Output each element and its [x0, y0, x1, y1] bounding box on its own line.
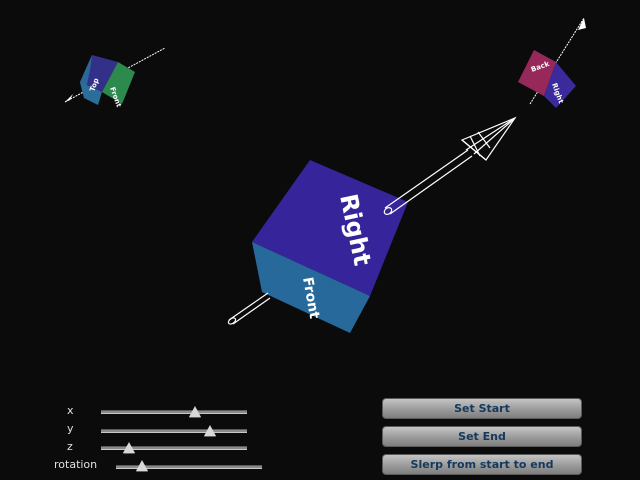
set-start-button[interactable]: Set Start	[382, 398, 582, 419]
slider-z-thumb[interactable]	[123, 442, 135, 453]
slider-z-track[interactable]	[101, 446, 247, 450]
slider-rotation-track[interactable]	[116, 465, 262, 469]
cube-center: Right Front	[252, 160, 408, 333]
slider-y-track[interactable]	[101, 429, 247, 433]
slider-y-thumb[interactable]	[204, 425, 216, 436]
slider-rotation-label: rotation	[54, 458, 98, 471]
rotation-axis-arrow	[227, 116, 517, 325]
cube-top-right: Back Right	[518, 17, 586, 108]
set-end-button[interactable]: Set End	[382, 426, 582, 447]
cube-front-face-label: Front	[299, 276, 322, 320]
slider-y-label: y	[67, 422, 74, 435]
cube-top-left: Top Front	[64, 47, 166, 109]
slider-x-label: x	[67, 404, 74, 417]
slider-x-track[interactable]	[101, 410, 247, 414]
slider-x-thumb[interactable]	[189, 406, 201, 417]
3d-viewport[interactable]: Top Front Back Right Right Front	[0, 0, 640, 390]
slerp-button[interactable]: Slerp from start to end	[382, 454, 582, 475]
slider-z-label: z	[67, 440, 73, 453]
slider-rotation-thumb[interactable]	[136, 460, 148, 471]
